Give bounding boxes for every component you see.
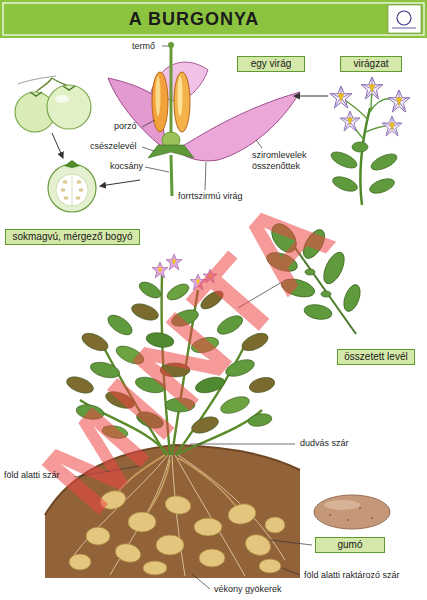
part-label: sziromlevelek összenőttek xyxy=(252,150,324,172)
part-label: forrtszirmú virág xyxy=(178,191,243,202)
label-box: gumó xyxy=(315,537,385,553)
box-text: virágzat xyxy=(346,58,396,70)
title-band xyxy=(0,0,427,38)
part-label: termő xyxy=(132,41,155,52)
label-box: virágzat xyxy=(340,56,402,72)
label-box: összetett levél xyxy=(337,349,415,365)
part-label: dudvás szár xyxy=(300,438,349,449)
box-text: összetett levél xyxy=(343,351,409,363)
part-label: kocsány xyxy=(110,161,143,172)
part-label: csészelevél xyxy=(90,141,137,152)
box-text: egy virág xyxy=(243,58,299,70)
title-text: A BURGONYA xyxy=(6,7,382,31)
box-text: gumó xyxy=(321,539,379,551)
part-label: föld alatti szár xyxy=(4,470,60,481)
box-text: sokmagvú, mérgező bogyó xyxy=(11,231,134,243)
watermark: MINTA xyxy=(18,167,362,537)
part-label: porzó xyxy=(114,121,137,132)
part-label: vékony gyökerek xyxy=(214,584,282,595)
part-label: föld alatti raktározó szár xyxy=(304,570,400,581)
label-box: egy virág xyxy=(237,56,305,72)
label-box: sokmagvú, mérgező bogyó xyxy=(5,229,140,245)
publisher-logo xyxy=(388,5,421,33)
